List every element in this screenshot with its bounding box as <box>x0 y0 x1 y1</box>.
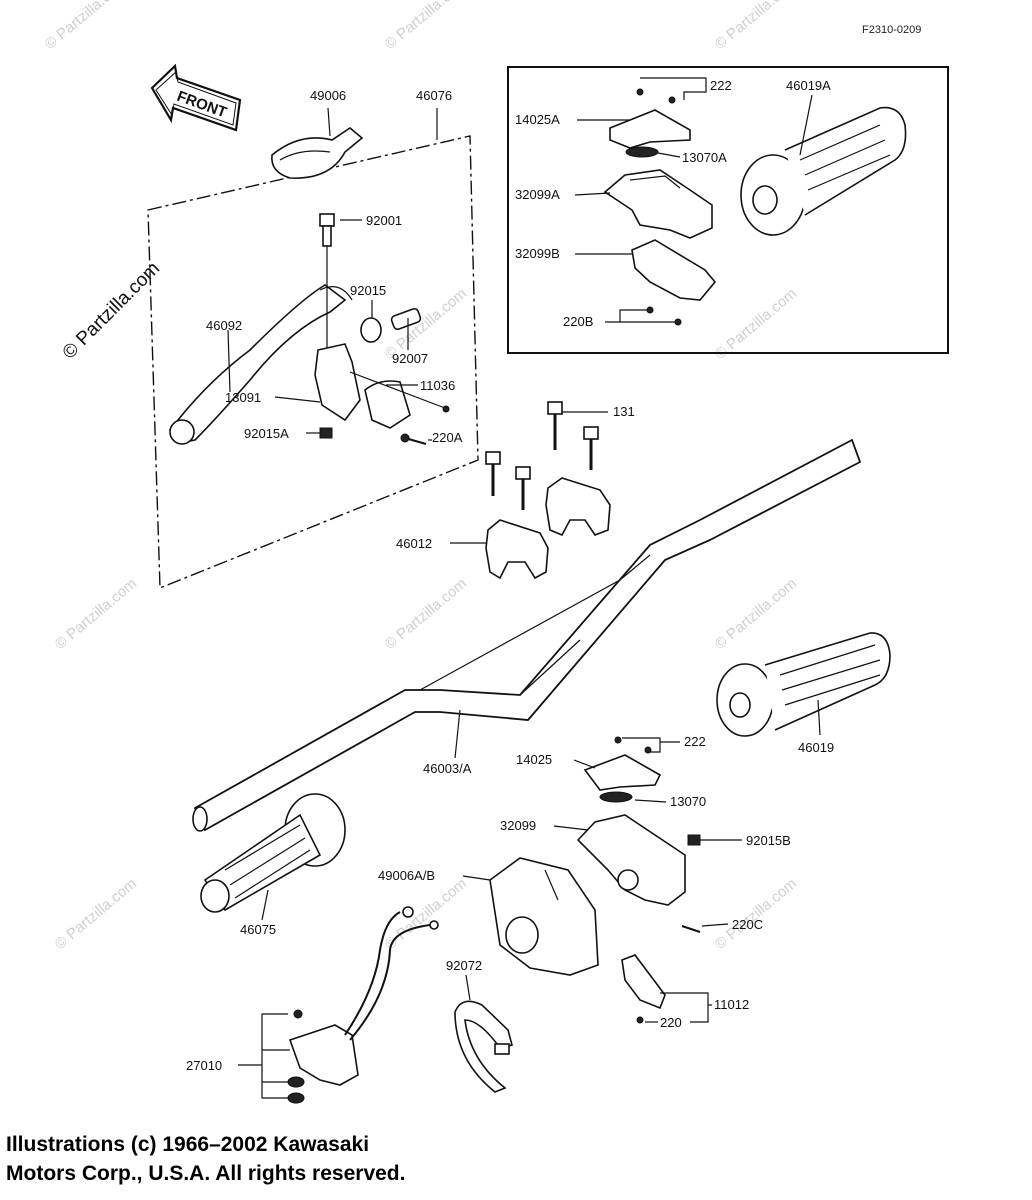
part-label: 92072 <box>446 958 482 973</box>
throttle-grip-part <box>716 632 891 737</box>
throttle-grip-part <box>740 106 907 236</box>
seal-part <box>625 146 659 158</box>
clutch-lever-group-outline <box>147 135 479 590</box>
bolt-part <box>319 213 335 360</box>
part-label: 220 <box>660 1015 682 1030</box>
throttle-cover-part <box>583 754 662 791</box>
throttle-group-outline <box>507 66 949 354</box>
part-label: 13070A <box>682 150 727 165</box>
lever-bracket-part <box>314 343 450 439</box>
part-label: 92015 <box>350 283 386 298</box>
lever-cover-part <box>271 127 364 179</box>
watermark: © Partzilla.com <box>382 875 470 953</box>
screw-part <box>400 433 427 445</box>
part-label: 220C <box>732 917 763 932</box>
part-label: 46076 <box>416 88 452 103</box>
part-label: 220B <box>563 314 593 329</box>
watermark: © Partzilla.com <box>382 0 470 53</box>
part-label: 92007 <box>392 351 428 366</box>
part-label: 32099A <box>515 187 560 202</box>
watermark-main: © Partzilla.com <box>59 258 164 363</box>
clutch-lever-part <box>169 284 353 445</box>
part-label: 14025A <box>515 112 560 127</box>
screw-part <box>636 1016 644 1024</box>
part-label: 32099 <box>500 818 536 833</box>
watermark: © Partzilla.com <box>52 875 140 953</box>
screw-part <box>614 736 622 744</box>
watermark: © Partzilla.com <box>712 285 800 363</box>
part-label: 13091 <box>225 390 261 405</box>
part-label: 46012 <box>396 536 432 551</box>
screw-part <box>644 746 652 754</box>
switch-cover-part <box>489 857 599 976</box>
part-label: 92015A <box>244 426 289 441</box>
throttle-housing-part <box>603 169 713 239</box>
part-labels: 49006 46076 92001 92015 46092 92007 1103… <box>186 78 834 1073</box>
part-label: 13070 <box>670 794 706 809</box>
front-arrow-icon: FRONT <box>150 63 242 132</box>
kill-switch-part <box>287 906 439 1104</box>
holder-bolt-part <box>485 401 599 510</box>
part-label: 222 <box>710 78 732 93</box>
screw-part <box>681 925 701 933</box>
watermark: © Partzilla.com <box>712 875 800 953</box>
part-label: 14025 <box>516 752 552 767</box>
part-label: 46019A <box>786 78 831 93</box>
part-label: 32099B <box>515 246 560 261</box>
part-label: 46019 <box>798 740 834 755</box>
part-label: 46075 <box>240 922 276 937</box>
band-clamp-part <box>454 1000 513 1093</box>
copyright-line: Motors Corp., U.S.A. All rights reserved… <box>6 1162 406 1185</box>
drawing-code: F2310-0209 <box>862 24 921 36</box>
watermark: © Partzilla.com <box>382 575 470 653</box>
part-label: 46003/A <box>423 761 472 776</box>
watermark: © Partzilla.com <box>52 575 140 653</box>
part-label: 46092 <box>206 318 242 333</box>
leader-lines <box>227 77 821 1099</box>
handlebar-part <box>192 438 862 832</box>
part-label: 11036 <box>420 378 455 393</box>
part-label: 220A <box>432 430 463 445</box>
part-label: 131 <box>613 404 635 419</box>
watermark: © Partzilla.com <box>42 0 130 53</box>
throttle-cable-case-part <box>621 954 666 1010</box>
part-label: 27010 <box>186 1058 222 1073</box>
collar-part <box>687 834 701 846</box>
part-label: 92001 <box>366 213 402 228</box>
left-grip-part <box>200 793 346 913</box>
copyright-line: Illustrations (c) 1966–2002 Kawasaki <box>6 1133 370 1156</box>
throttle-cover-part <box>609 88 691 149</box>
seal-part <box>599 791 633 803</box>
part-label: 49006 <box>310 88 346 103</box>
part-label: 222 <box>684 734 706 749</box>
throttle-housing-part <box>576 814 686 906</box>
part-label: 92015B <box>746 833 791 848</box>
handlebar-holder-part <box>485 477 611 580</box>
part-label: 49006A/B <box>378 868 435 883</box>
copyright-notice: Illustrations (c) 1966–2002 Kawasaki Mot… <box>6 1130 405 1188</box>
throttle-lower-case-part <box>631 239 717 301</box>
collar-part <box>360 317 382 343</box>
part-label: 11012 <box>714 997 749 1012</box>
watermark-layer: © Partzilla.com © Partzilla.com © Partzi… <box>42 0 800 953</box>
watermark: © Partzilla.com <box>712 0 800 53</box>
watermark: © Partzilla.com <box>712 575 800 653</box>
